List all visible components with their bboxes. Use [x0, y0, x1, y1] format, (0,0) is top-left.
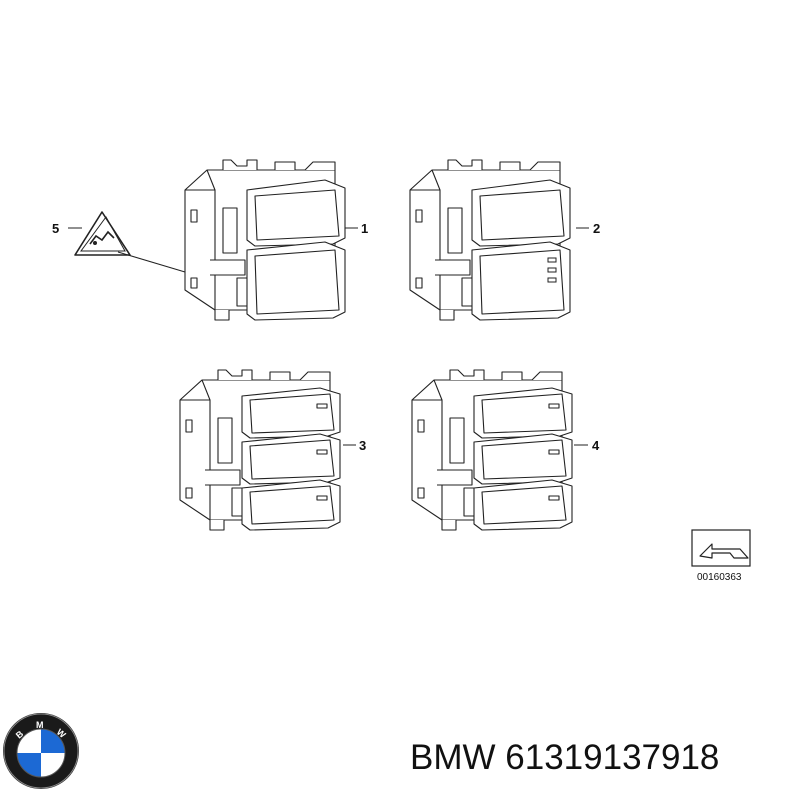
callout-4: 4 [592, 438, 600, 453]
callout-3: 3 [359, 438, 366, 453]
brand-name: BMW [410, 738, 496, 777]
bmw-logo: B M W [3, 713, 79, 789]
switch-assembly-3 [179, 369, 341, 531]
arrow-icon [699, 543, 749, 559]
callout-2: 2 [593, 221, 600, 236]
reference-number: 00160363 [697, 572, 742, 583]
svg-text:B: B [14, 728, 26, 740]
warning-label-icon [74, 211, 131, 256]
reference-box [691, 529, 751, 567]
part-number: 61319137918 [505, 738, 720, 777]
svg-text:M: M [36, 720, 44, 730]
product-caption: BMW 61319137918 [410, 738, 719, 778]
switch-assembly-4 [411, 369, 573, 531]
switch-assembly-2 [409, 159, 571, 321]
leader-lines [68, 227, 589, 446]
switch-assembly-1 [184, 159, 346, 321]
callout-5: 5 [52, 221, 59, 236]
callout-1: 1 [361, 221, 368, 236]
